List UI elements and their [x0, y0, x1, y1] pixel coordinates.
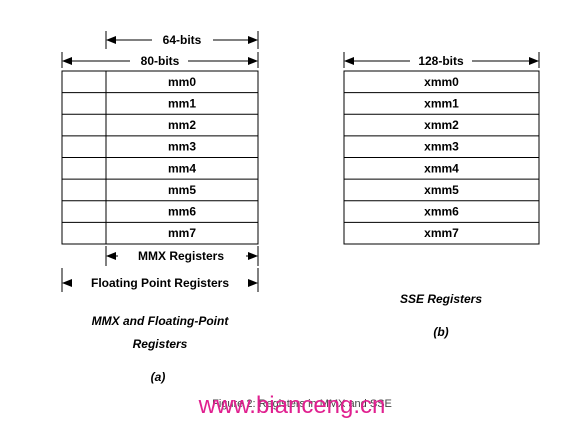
mmx-80bit-dimension: 80-bits [61, 52, 259, 68]
mmx-register-mm5: mm5 [168, 183, 196, 197]
mmx-register-mm7: mm7 [168, 226, 196, 240]
sse-caption: SSE Registers [400, 292, 482, 306]
sse-register-xmm6: xmm6 [424, 205, 459, 219]
mmx-register-mm0: mm0 [168, 75, 196, 89]
mmx-caption-line1: MMX and Floating-Point [92, 314, 230, 328]
mmx-registers-label: MMX Registers [138, 249, 224, 263]
mmx-register-mm6: mm6 [168, 205, 196, 219]
sse-register-table: xmm0 xmm1 xmm2 xmm3 xmm4 xmm5 xmm6 xmm7 [343, 70, 540, 245]
mmx-register-mm1: mm1 [168, 96, 196, 110]
sse-register-xmm4: xmm4 [424, 161, 459, 175]
sse-register-xmm5: xmm5 [424, 183, 459, 197]
mmx-64bit-label: 64-bits [163, 33, 202, 47]
mmx-caption-line2: Registers [133, 337, 188, 351]
sse-128bit-label: 128-bits [418, 54, 464, 68]
sse-register-xmm2: xmm2 [424, 118, 459, 132]
mmx-64bit-dimension: 64-bits [105, 31, 259, 49]
sse-register-xmm0: xmm0 [424, 75, 459, 89]
mmx-register-mm2: mm2 [168, 118, 196, 132]
sse-128bit-dimension: 128-bits [343, 52, 540, 68]
sse-caption-tag: (b) [433, 325, 448, 339]
fp-registers-label: Floating Point Registers [91, 276, 229, 290]
sse-register-xmm7: xmm7 [424, 226, 459, 240]
sse-register-xmm1: xmm1 [424, 96, 459, 110]
fp-registers-dimension: Floating Point Registers [61, 268, 259, 292]
mmx-register-table: mm0 mm1 mm2 mm3 mm4 mm5 mm6 mm7 [61, 70, 259, 245]
mmx-caption-tag: (a) [151, 370, 166, 384]
mmx-register-mm3: mm3 [168, 140, 196, 154]
mmx-register-mm4: mm4 [168, 161, 196, 175]
sse-register-xmm3: xmm3 [424, 140, 459, 154]
figure-caption: Figure 2: Registers in MMX and SSE [212, 398, 392, 410]
mmx-80bit-label: 80-bits [141, 54, 180, 68]
mmx-registers-dimension: MMX Registers [105, 246, 259, 266]
watermark-text: www.bianceng.cn [198, 392, 386, 419]
